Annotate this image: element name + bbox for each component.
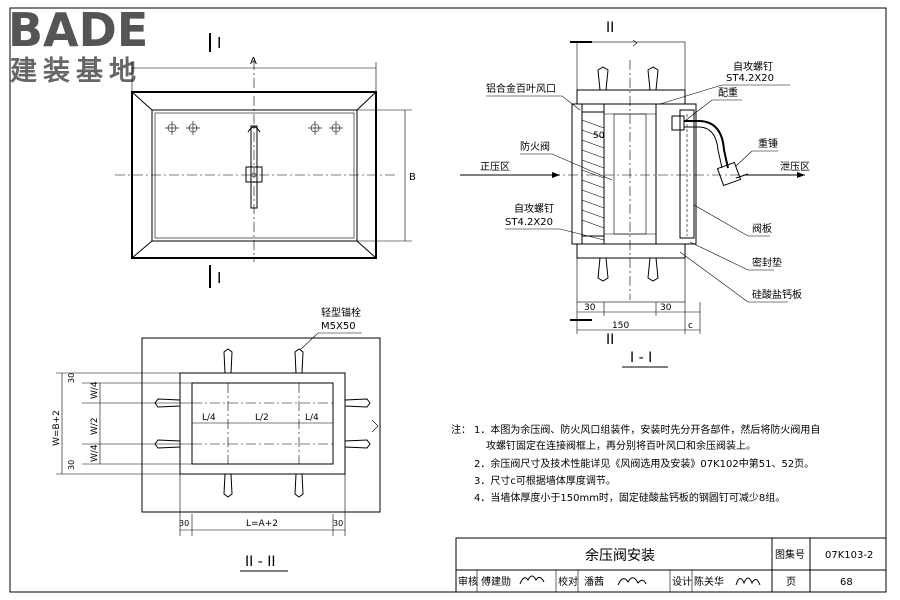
note-1: 1．本图为余压阀、防火风口组装件，安装时先分开各部件，然后将防火阀用自 — [474, 423, 820, 436]
section-mark-ii-top: II — [606, 20, 614, 36]
designer-signature — [735, 577, 761, 586]
label-seal-pad: 密封垫 — [752, 256, 782, 269]
notes-prefix: 注： — [451, 423, 471, 436]
dim-l4-right: L/4 — [305, 413, 319, 423]
label-anchor: 轻型锚栓 — [321, 306, 361, 319]
label-louver: 铝合金百叶风口 — [486, 82, 556, 95]
title-block: 余压阀安装 图集号 07K103-2 审核 傅建勋 校对 潘茜 设计 陈关华 页… — [455, 537, 887, 593]
dim-w-total: W=B+2 — [52, 410, 62, 446]
atlas-label: 图集号 — [775, 548, 805, 561]
designer-name: 陈关华 — [694, 575, 724, 588]
logo: BADE 建装基地 — [8, 3, 148, 87]
label-screw-left-spec: ST4.2X20 — [505, 217, 553, 228]
label-valve-plate: 阀板 — [752, 222, 772, 235]
notes: 注： 1．本图为余压阀、防火风口组装件，安装时先分开各部件，然后将防火阀用自 攻… — [451, 423, 820, 504]
section-mark-ii-bottom: II — [606, 332, 614, 348]
label-anchor-spec: M5X50 — [321, 321, 356, 332]
atlas-number: 07K103-2 — [825, 550, 873, 561]
review-label: 审核 — [458, 575, 478, 588]
reviewer-name: 傅建勋 — [481, 575, 511, 588]
dim-30-left: 30 — [179, 519, 189, 528]
section-ii-ii-title: II - II — [245, 554, 275, 570]
label-heavy-hammer: 重锤 — [758, 137, 778, 150]
logo-subtitle: 建装基地 — [10, 56, 142, 87]
label-negative-zone: 泄压区 — [780, 160, 810, 173]
dim-50: 50 — [593, 131, 605, 141]
page-label: 页 — [786, 576, 796, 588]
dim-30-left: 30 — [584, 303, 596, 313]
dim-a: A — [250, 56, 257, 67]
dim-150: 150 — [612, 321, 629, 331]
label-screw-right: 自攻螺钉 — [733, 60, 773, 73]
design-label: 设计 — [672, 575, 692, 588]
label-screw-left: 自攻螺钉 — [514, 202, 554, 215]
reviewer-signature — [519, 575, 545, 585]
note-3: 3．尺寸c可根据墙体厚度调节。 — [474, 474, 616, 487]
label-screw-right-spec: ST4.2X20 — [726, 73, 774, 84]
drawing-title: 余压阀安装 — [585, 547, 655, 564]
label-counterweight: 配重 — [718, 86, 738, 99]
dim-l4-left: L/4 — [202, 413, 216, 423]
dim-w2: W/2 — [90, 417, 100, 435]
label-fire-damper: 防火阀 — [520, 140, 550, 153]
dim-b: B — [409, 172, 416, 183]
checker-name: 潘茜 — [584, 576, 604, 588]
dim-30-right: 30 — [333, 519, 343, 528]
dim-w4-top: W/4 — [90, 381, 100, 399]
dim-l2: L/2 — [255, 413, 269, 423]
dim-30-top: 30 — [67, 373, 76, 383]
plan-view: I I A B — [115, 33, 416, 288]
dim-30-right: 30 — [660, 303, 672, 313]
sheet-border — [9, 7, 887, 593]
label-positive-zone: 正压区 — [480, 161, 510, 173]
section-ii-ii: 轻型锚栓 M5X50 30 W/4 W/2 W/4 W=B+2 30 L/4 L… — [52, 306, 381, 572]
dim-c: c — [688, 321, 693, 331]
page-number: 68 — [840, 577, 853, 588]
label-silicate-board: 硅酸盐钙板 — [752, 288, 802, 301]
section-i-i-title: I - I — [630, 350, 652, 366]
logo-brand: BADE — [8, 3, 148, 57]
section-mark-i-top: I — [217, 34, 221, 52]
section-mark-i-bottom: I — [217, 269, 221, 287]
note-1-cont: 攻螺钉固定在连接阀框上，再分别将百叶风口和余压阀装上。 — [486, 439, 756, 452]
note-2: 2．余压阀尺寸及技术性能详见《风阀选用及安装》07K102中第51、52页。 — [474, 457, 814, 470]
checker-signature — [617, 577, 647, 586]
section-i-i: II II I - I 铝合金百叶风口 防火阀 自攻螺钉 ST4.2X20 自攻… — [460, 20, 810, 368]
dim-l-total: L=A+2 — [246, 519, 278, 529]
check-label: 校对 — [558, 575, 578, 588]
dim-30-bottom: 30 — [67, 460, 76, 470]
dim-w4-bottom: W/4 — [90, 444, 100, 462]
note-4: 4．当墙体厚度小于150mm时，固定硅酸盐钙板的钢圆钉可减少8组。 — [474, 491, 785, 504]
